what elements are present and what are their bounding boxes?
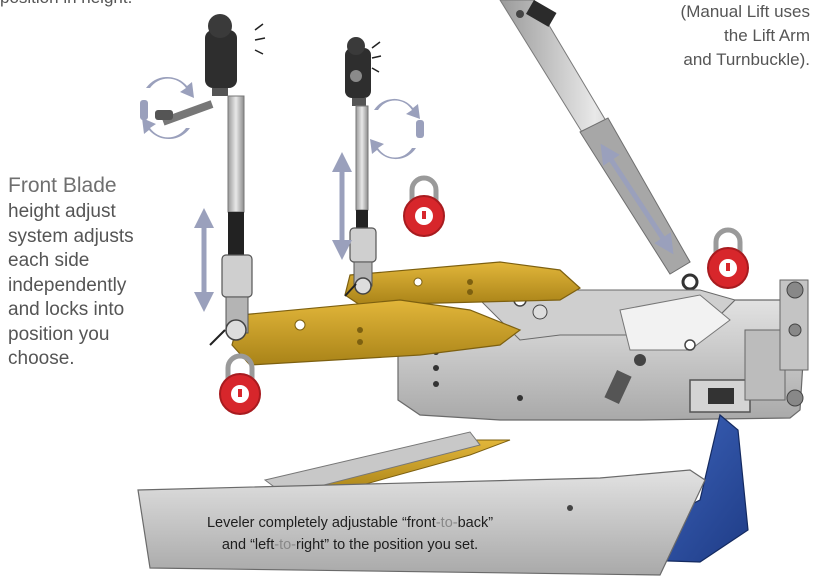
rear-blade-arm <box>344 261 582 306</box>
padlock-icon <box>219 353 261 415</box>
manual-lift-line: and Turnbuckle). <box>683 50 810 69</box>
front-blade-description: height adjust system adjusts each side i… <box>8 200 188 372</box>
front-blade-line: independently <box>8 274 127 296</box>
front-blade-title: Front Blade <box>8 174 117 197</box>
front-blade-line: position you <box>8 323 110 345</box>
leveler-caption-line-1: Leveler completely adjustable “front-to-… <box>140 512 560 534</box>
front-height-adjuster <box>155 14 266 346</box>
double-arrow-icon <box>600 143 674 255</box>
manual-lift-line: (Manual Lift uses <box>680 2 810 21</box>
rotate-icon <box>370 98 424 160</box>
leveler-caption: Leveler completely adjustable “front-to-… <box>140 512 560 556</box>
front-blade-line: system adjusts <box>8 225 134 247</box>
front-blade-line: height adjust <box>8 201 116 222</box>
front-blade-arm <box>231 299 522 366</box>
padlock-icon <box>403 175 445 237</box>
caption-part-light: -to- <box>274 537 296 553</box>
caption-part: back” <box>457 515 494 531</box>
caption-part: Leveler completely adjustable “front <box>206 515 436 531</box>
padlock-icon <box>707 227 749 289</box>
manual-lift-note: (Manual Lift uses the Lift Arm and Turnb… <box>681 0 810 72</box>
leveler-caption-line-2: and “left-to-right” to the position you … <box>140 534 560 556</box>
caption-part-light: -to- <box>435 515 458 531</box>
leveler-base-blade <box>137 469 706 576</box>
front-blade-line: choose. <box>8 348 75 369</box>
front-blade-line: and locks into <box>8 299 125 320</box>
manual-lift-line: the Lift Arm <box>724 26 810 45</box>
main-frame <box>397 279 809 421</box>
caption-part: and “left <box>221 537 275 553</box>
top-fragment-text: position in height. <box>0 0 132 8</box>
front-blade-line: each side <box>8 250 90 271</box>
rear-height-adjuster <box>344 37 382 297</box>
rotate-icon <box>140 76 194 140</box>
caption-part: right” to the position you set. <box>296 537 479 553</box>
